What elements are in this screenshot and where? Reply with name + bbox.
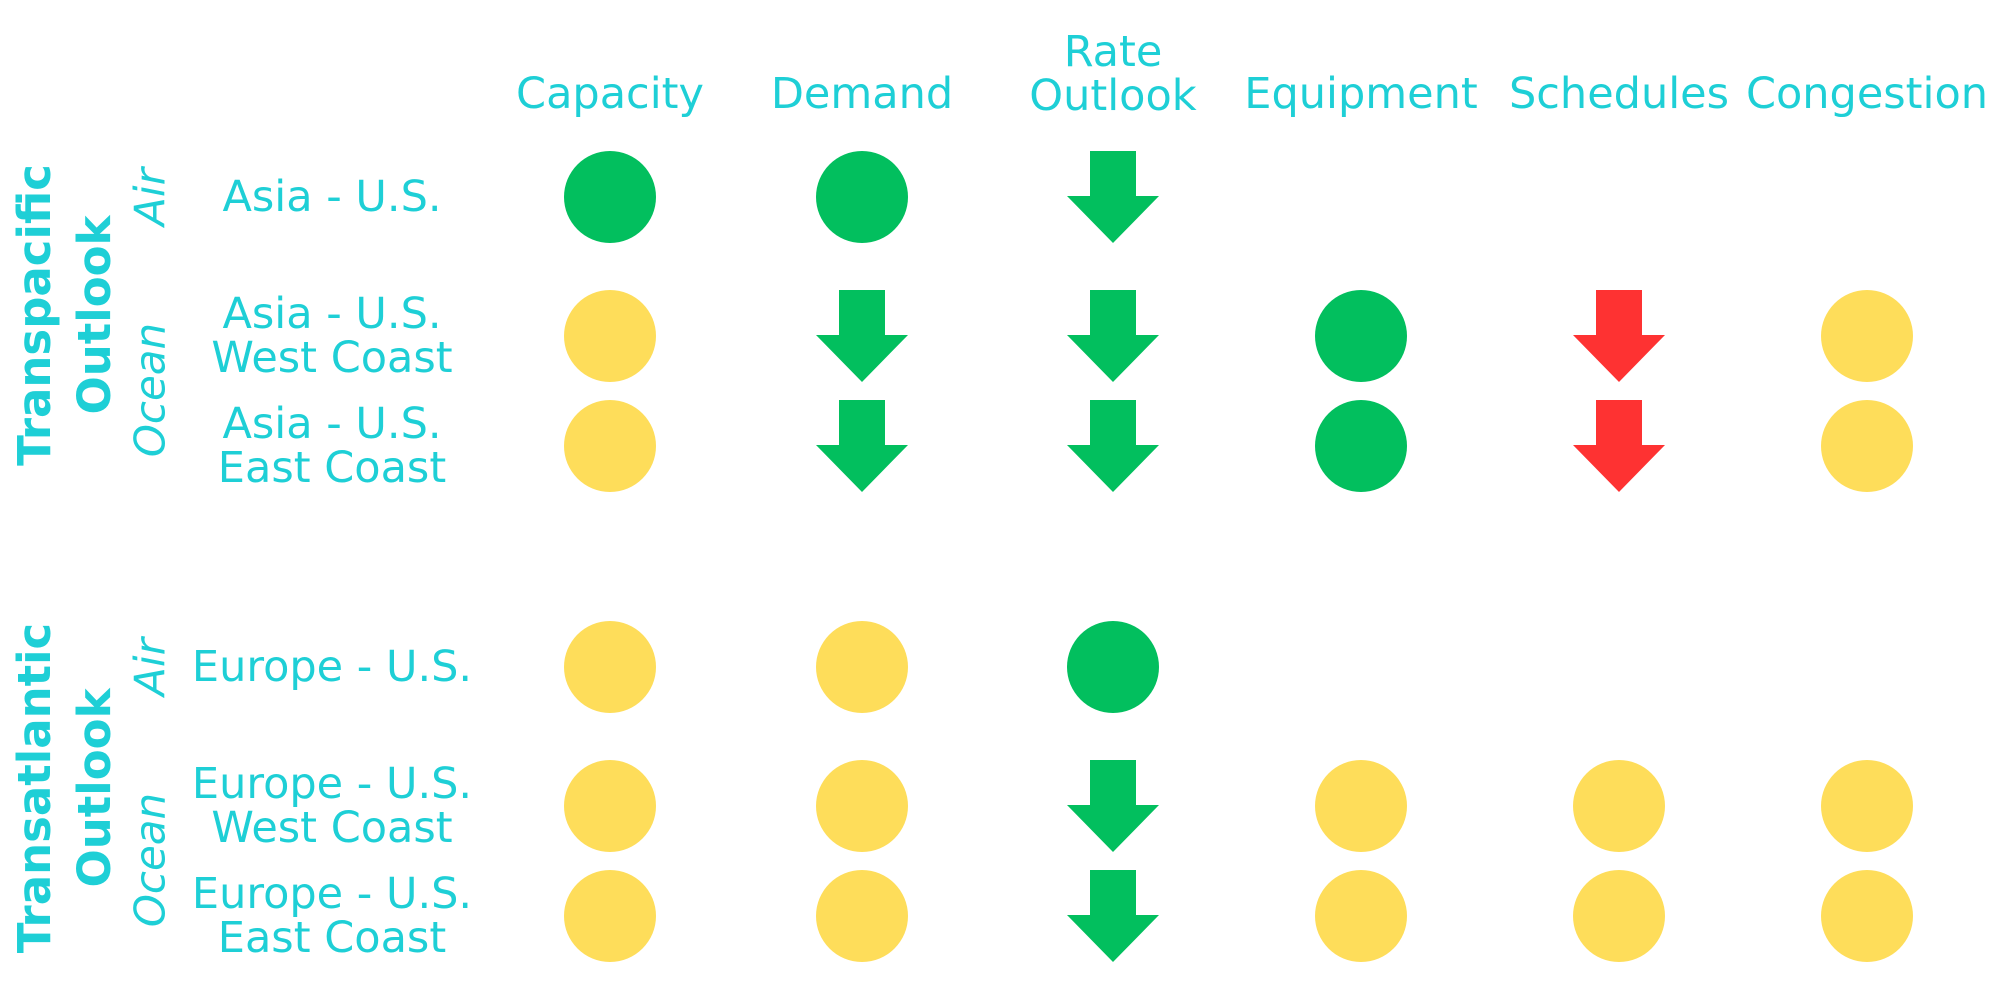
column-header-schedules: Schedules: [1509, 69, 1729, 119]
yellow-status-dot: [816, 621, 908, 713]
status-circle: [816, 870, 908, 962]
status-circle: [1821, 400, 1913, 492]
down-arrow-icon: [1067, 760, 1159, 852]
mode-label-air: Air: [125, 638, 175, 696]
status-circle: [1315, 400, 1407, 492]
status-circle: [816, 621, 908, 713]
lane-label-line: East Coast: [217, 913, 447, 963]
green-down-arrow-icon: [816, 290, 908, 382]
yellow-status-dot: [564, 621, 656, 713]
green-status-dot: [816, 151, 908, 243]
red-down-arrow-icon: [1573, 290, 1665, 382]
yellow-status-dot: [1315, 870, 1407, 962]
yellow-status-dot: [1573, 870, 1665, 962]
yellow-status-dot: [816, 760, 908, 852]
down-arrow-icon: [1067, 290, 1159, 382]
green-status-dot: [564, 151, 656, 243]
lane-label-line: Asia - U.S.: [222, 289, 442, 339]
status-circle: [1821, 290, 1913, 382]
lane-label-line: East Coast: [217, 443, 447, 493]
yellow-status-dot: [1821, 870, 1913, 962]
yellow-status-dot: [1821, 400, 1913, 492]
status-circle: [564, 760, 656, 852]
yellow-status-dot: [564, 870, 656, 962]
yellow-status-dot: [1573, 760, 1665, 852]
yellow-status-dot: [1821, 760, 1913, 852]
lane-label-line: Asia - U.S.: [222, 172, 442, 222]
green-status-dot: [1315, 400, 1407, 492]
status-circle: [1821, 870, 1913, 962]
mode-label-ocean: Ocean: [125, 322, 175, 458]
lane-label-line: West Coast: [211, 803, 453, 853]
lane-label: Asia - U.S.West Coast: [211, 292, 452, 380]
section-title: Transpacific Outlook: [8, 164, 121, 466]
mode-label-air: Air: [125, 168, 175, 226]
yellow-status-dot: [1315, 760, 1407, 852]
column-header-rate-outlook: Rate Outlook: [1029, 27, 1197, 121]
down-arrow-icon: [1067, 870, 1159, 962]
down-arrow-icon: [1573, 400, 1665, 492]
green-down-arrow-icon: [1067, 760, 1159, 852]
status-circle: [564, 290, 656, 382]
green-down-arrow-icon: [1067, 151, 1159, 243]
column-header-equipment: Equipment: [1244, 69, 1478, 119]
status-circle: [1821, 760, 1913, 852]
status-circle: [564, 151, 656, 243]
column-header-capacity: Capacity: [516, 69, 704, 119]
lane-label-line: West Coast: [211, 333, 453, 383]
down-arrow-icon: [816, 290, 908, 382]
status-circle: [1067, 621, 1159, 713]
status-circle: [564, 870, 656, 962]
mode-label-ocean: Ocean: [125, 792, 175, 928]
lane-label: Asia - U.S.: [222, 175, 441, 219]
lane-label: Europe - U.S.: [192, 645, 472, 689]
section-title: Transatlantic Outlook: [8, 622, 121, 954]
lane-label-line: Europe - U.S.: [191, 642, 473, 692]
lane-label-line: Asia - U.S.: [222, 399, 442, 449]
status-circle: [564, 621, 656, 713]
yellow-status-dot: [564, 290, 656, 382]
column-header-demand: Demand: [770, 69, 954, 119]
lane-label-line: Europe - U.S.: [191, 759, 473, 809]
status-circle: [1573, 870, 1665, 962]
lane-label: Asia - U.S.East Coast: [218, 402, 446, 490]
green-down-arrow-icon: [816, 400, 908, 492]
status-circle: [816, 151, 908, 243]
green-down-arrow-icon: [1067, 870, 1159, 962]
yellow-status-dot: [816, 870, 908, 962]
status-circle: [1573, 760, 1665, 852]
status-circle: [1315, 760, 1407, 852]
yellow-status-dot: [564, 400, 656, 492]
green-down-arrow-icon: [1067, 400, 1159, 492]
lane-label-line: Europe - U.S.: [191, 869, 473, 919]
red-down-arrow-icon: [1573, 400, 1665, 492]
lane-label: Europe - U.S.West Coast: [192, 762, 472, 850]
status-circle: [564, 400, 656, 492]
down-arrow-icon: [1573, 290, 1665, 382]
green-status-dot: [1067, 621, 1159, 713]
lane-label: Europe - U.S.East Coast: [192, 872, 472, 960]
yellow-status-dot: [1821, 290, 1913, 382]
down-arrow-icon: [1067, 151, 1159, 243]
down-arrow-icon: [816, 400, 908, 492]
green-down-arrow-icon: [1067, 290, 1159, 382]
status-circle: [816, 760, 908, 852]
status-circle: [1315, 870, 1407, 962]
green-status-dot: [1315, 290, 1407, 382]
column-header-congestion: Congestion: [1745, 69, 1989, 119]
down-arrow-icon: [1067, 400, 1159, 492]
status-circle: [1315, 290, 1407, 382]
yellow-status-dot: [564, 760, 656, 852]
